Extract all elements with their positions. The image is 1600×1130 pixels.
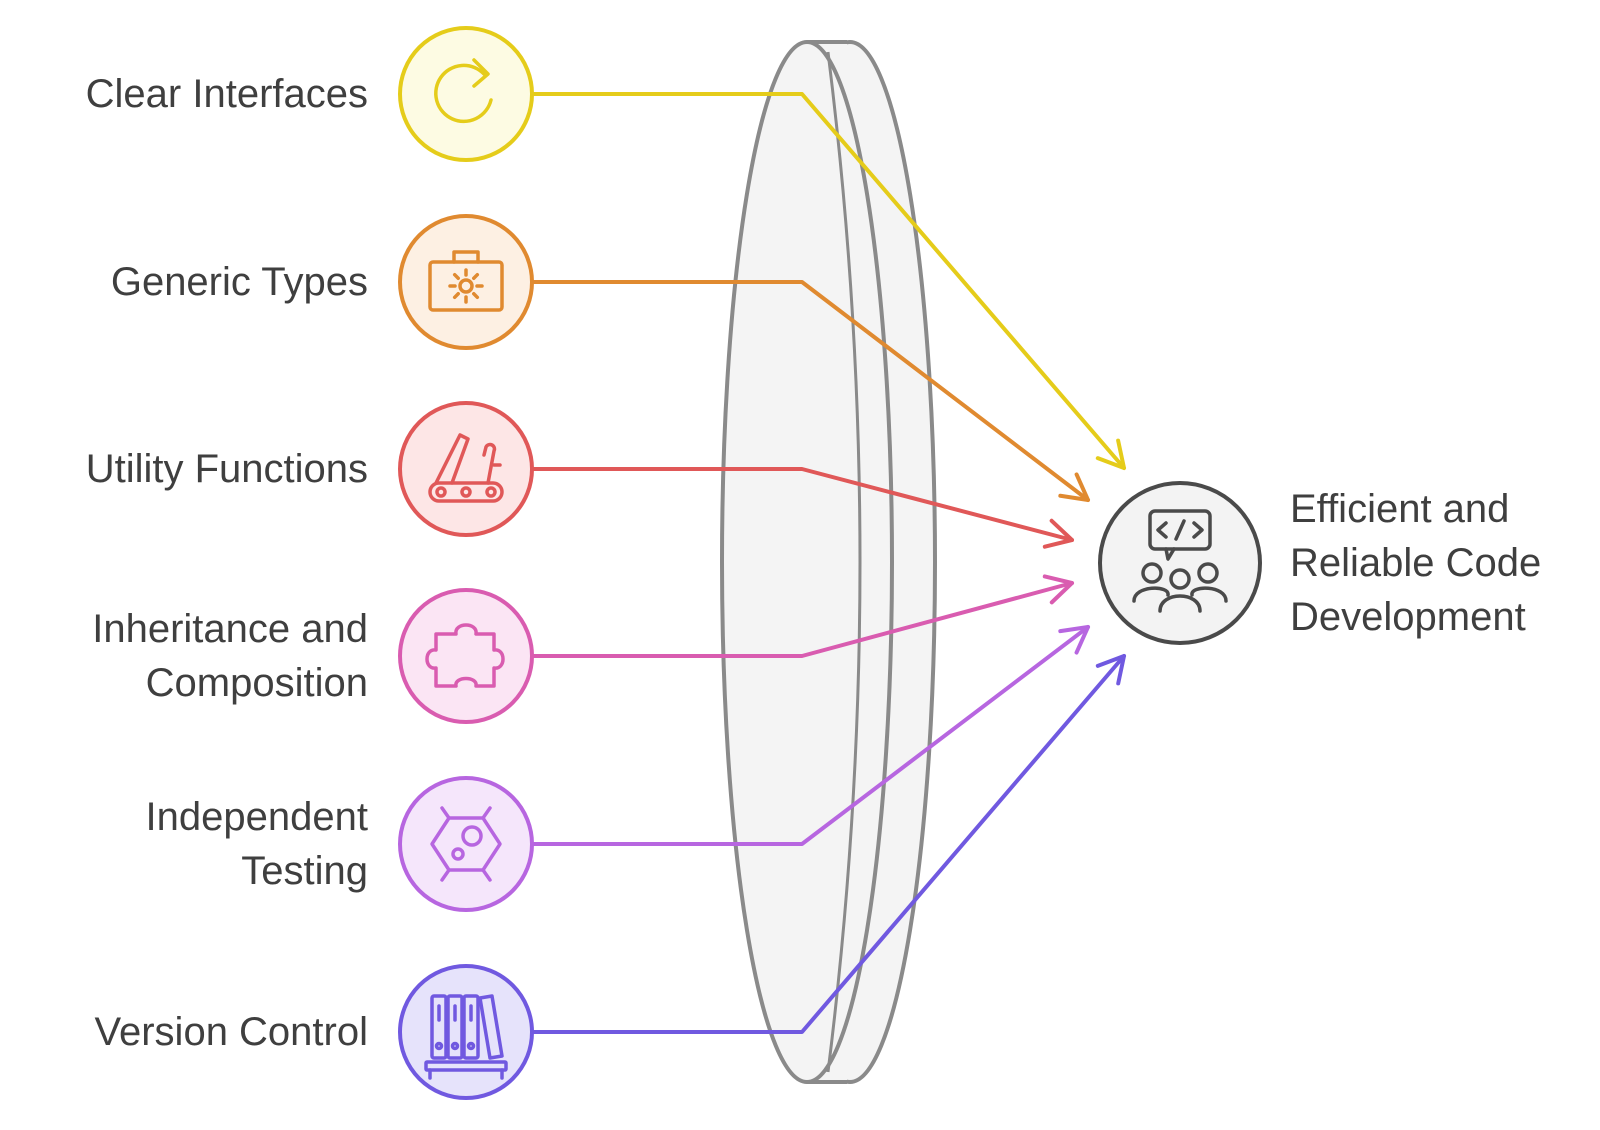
input-node-1 bbox=[398, 26, 534, 162]
label-line: Utility Functions bbox=[85, 447, 368, 491]
puzzle-piece-icon bbox=[425, 623, 505, 688]
label-line: Efficient and bbox=[1290, 487, 1510, 531]
arrow-3 bbox=[530, 467, 1074, 549]
input-node-3 bbox=[398, 401, 534, 537]
arrowhead bbox=[1095, 438, 1126, 470]
binders-shelf-icon bbox=[424, 994, 508, 1080]
label-line: Generic Types bbox=[110, 260, 368, 304]
node-circle bbox=[398, 401, 534, 537]
arrowhead bbox=[1042, 518, 1074, 549]
arrowhead bbox=[1058, 625, 1090, 655]
arrowhead bbox=[1095, 654, 1126, 686]
lens-front-face bbox=[720, 40, 894, 1084]
label-line: Reliable Code bbox=[1290, 541, 1542, 585]
label-line: Composition bbox=[145, 661, 368, 705]
label-line: Inheritance and bbox=[92, 607, 368, 651]
arrow-6 bbox=[530, 654, 1126, 1034]
input-label-1: Clear Interfaces bbox=[86, 67, 368, 121]
node-circle bbox=[398, 964, 534, 1100]
molecule-icon bbox=[430, 806, 502, 882]
label-line: Development bbox=[1290, 595, 1526, 639]
input-label-2: Generic Types bbox=[111, 255, 368, 309]
node-circle bbox=[398, 26, 534, 162]
input-node-6 bbox=[398, 964, 534, 1100]
input-node-5 bbox=[398, 776, 534, 912]
input-node-2 bbox=[398, 214, 534, 350]
node-circle bbox=[1098, 481, 1262, 645]
arrow-5 bbox=[530, 625, 1090, 846]
label-line: Clear Interfaces bbox=[85, 72, 368, 116]
node-circle bbox=[398, 588, 534, 724]
label-line: Version Control bbox=[94, 1010, 368, 1054]
multitool-icon bbox=[428, 433, 504, 503]
output-node bbox=[1098, 481, 1262, 645]
arrow-1 bbox=[530, 92, 1126, 470]
arrowhead bbox=[1058, 472, 1090, 502]
input-label-3: Utility Functions bbox=[86, 442, 368, 496]
node-circle bbox=[398, 214, 534, 350]
arrow-2 bbox=[530, 280, 1090, 502]
arrow-4 bbox=[530, 574, 1074, 658]
input-node-4 bbox=[398, 588, 534, 724]
refresh-arrow-icon bbox=[434, 58, 493, 124]
label-line: Independent bbox=[145, 795, 368, 839]
toolbox-gear-icon bbox=[428, 250, 504, 312]
arrowhead bbox=[1042, 574, 1074, 605]
lens bbox=[720, 40, 937, 1084]
label-line: Testing bbox=[241, 849, 368, 893]
team-code-icon bbox=[1132, 509, 1228, 613]
input-label-6: Version Control bbox=[95, 1005, 368, 1059]
